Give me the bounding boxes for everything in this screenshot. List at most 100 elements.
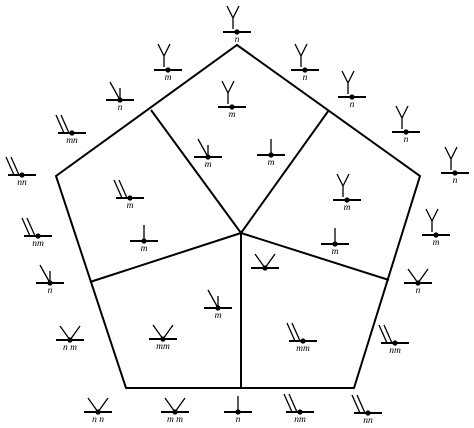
glyph-stroke bbox=[164, 397, 186, 413]
glyph-stroke bbox=[152, 324, 174, 340]
glyph-stroke bbox=[113, 179, 128, 199]
divider-left bbox=[89, 232, 242, 283]
glyph-g-bot1: n n bbox=[84, 397, 112, 425]
glyph-label: m m bbox=[167, 415, 183, 425]
glyph-label: n n bbox=[92, 415, 104, 425]
glyph-node bbox=[349, 94, 355, 100]
glyph-stroke bbox=[207, 289, 219, 309]
glyph-stroke bbox=[286, 322, 301, 342]
glyph-r-ur: m bbox=[321, 228, 349, 257]
glyph-g-left3: n bbox=[36, 264, 64, 296]
glyph-g-tr2: n bbox=[338, 70, 366, 110]
glyph-label: mm bbox=[156, 342, 170, 352]
glyph-label: n bbox=[48, 286, 53, 296]
glyph-g-in3: m bbox=[257, 139, 285, 168]
glyph-stroke bbox=[226, 5, 240, 29]
glyph-g-r5: nm bbox=[378, 324, 409, 356]
glyph-r-lr: mm bbox=[286, 322, 317, 354]
divider-top-right bbox=[240, 109, 330, 234]
glyph-node bbox=[433, 232, 439, 238]
glyph-stroke bbox=[395, 105, 409, 129]
glyph-label: nn bbox=[17, 178, 27, 188]
glyph-stroke bbox=[197, 138, 209, 158]
divider-right bbox=[240, 232, 390, 281]
glyph-node bbox=[165, 67, 171, 73]
glyph-label: m bbox=[141, 244, 148, 254]
glyph-node bbox=[403, 129, 409, 135]
glyph-g-in1: m bbox=[218, 80, 246, 120]
glyph-label: m bbox=[127, 201, 134, 211]
glyph-label: n bbox=[453, 176, 458, 186]
glyph-node bbox=[234, 29, 240, 35]
glyph-label: mm bbox=[296, 344, 310, 354]
glyph-node bbox=[452, 170, 458, 176]
glyph-label: m bbox=[344, 203, 351, 213]
glyph-stroke bbox=[336, 173, 350, 197]
glyph-label: nm bbox=[32, 239, 44, 249]
glyph-g-in6: m bbox=[204, 289, 232, 321]
glyph-g-top: n bbox=[223, 5, 251, 45]
glyph-node bbox=[392, 340, 398, 346]
glyph-label: m bbox=[332, 247, 339, 257]
glyph-label: n bbox=[416, 286, 421, 296]
glyph-stroke bbox=[341, 70, 355, 94]
glyph-label: mn bbox=[66, 136, 78, 146]
glyph-stroke bbox=[221, 80, 235, 104]
glyph-label: n bbox=[350, 100, 355, 110]
glyph-stroke bbox=[351, 394, 366, 414]
glyph-g-left4: n m bbox=[56, 325, 84, 353]
divider-top-left bbox=[150, 109, 242, 234]
glyph-label: nm bbox=[389, 346, 401, 356]
glyph-stroke bbox=[21, 217, 36, 237]
glyph-stroke bbox=[444, 146, 458, 170]
glyph-stroke bbox=[55, 114, 70, 134]
glyph-g-bot3: n bbox=[224, 396, 252, 425]
glyph-label: n bbox=[404, 135, 409, 145]
glyph-label: n bbox=[236, 415, 241, 425]
glyph-node bbox=[302, 67, 308, 73]
glyph-g-r1: n bbox=[441, 146, 469, 186]
glyph-label: n bbox=[118, 103, 123, 113]
glyph-g-tl2: n bbox=[106, 81, 134, 113]
glyph-label: m bbox=[229, 110, 236, 120]
glyph-g-left1: nn bbox=[5, 156, 36, 188]
glyph-node bbox=[344, 197, 350, 203]
glyph-node bbox=[300, 338, 306, 344]
glyph-g-tl1: m bbox=[154, 43, 182, 83]
glyph-stroke bbox=[254, 253, 276, 269]
glyph-stroke bbox=[425, 208, 439, 232]
glyph-g-in5 bbox=[251, 253, 279, 271]
glyph-label: n bbox=[235, 35, 240, 45]
glyph-stroke bbox=[109, 81, 121, 101]
glyph-g-r2: m bbox=[333, 173, 361, 213]
glyph-label: nn bbox=[363, 416, 373, 426]
glyph-node bbox=[19, 172, 25, 178]
glyph-label: n m bbox=[63, 343, 77, 353]
glyph-g-left2: nm bbox=[21, 217, 52, 249]
glyph-label: nm bbox=[294, 415, 306, 425]
glyph-stroke bbox=[407, 268, 429, 284]
glyph-g-tr3: n bbox=[392, 105, 420, 145]
glyph-label: m bbox=[165, 73, 172, 83]
glyph-stroke bbox=[59, 325, 81, 341]
glyph-stroke bbox=[283, 393, 298, 413]
glyph-g-tl3: mn bbox=[55, 114, 86, 146]
glyph-label: n bbox=[303, 73, 308, 83]
glyph-node bbox=[229, 104, 235, 110]
glyph-stroke bbox=[39, 264, 51, 284]
glyph-stroke bbox=[378, 324, 393, 344]
glyph-r-ul: m bbox=[130, 225, 158, 254]
glyph-node bbox=[297, 409, 303, 415]
glyph-g-r3: m bbox=[422, 208, 450, 248]
glyph-node bbox=[69, 130, 75, 136]
glyph-stroke bbox=[5, 156, 20, 176]
glyph-stroke bbox=[294, 43, 308, 67]
glyph-label: m bbox=[215, 311, 222, 321]
glyph-label: m bbox=[433, 238, 440, 248]
glyph-node bbox=[127, 195, 133, 201]
glyph-r-ll: mm bbox=[149, 324, 177, 352]
glyph-g-in4: m bbox=[113, 179, 144, 211]
